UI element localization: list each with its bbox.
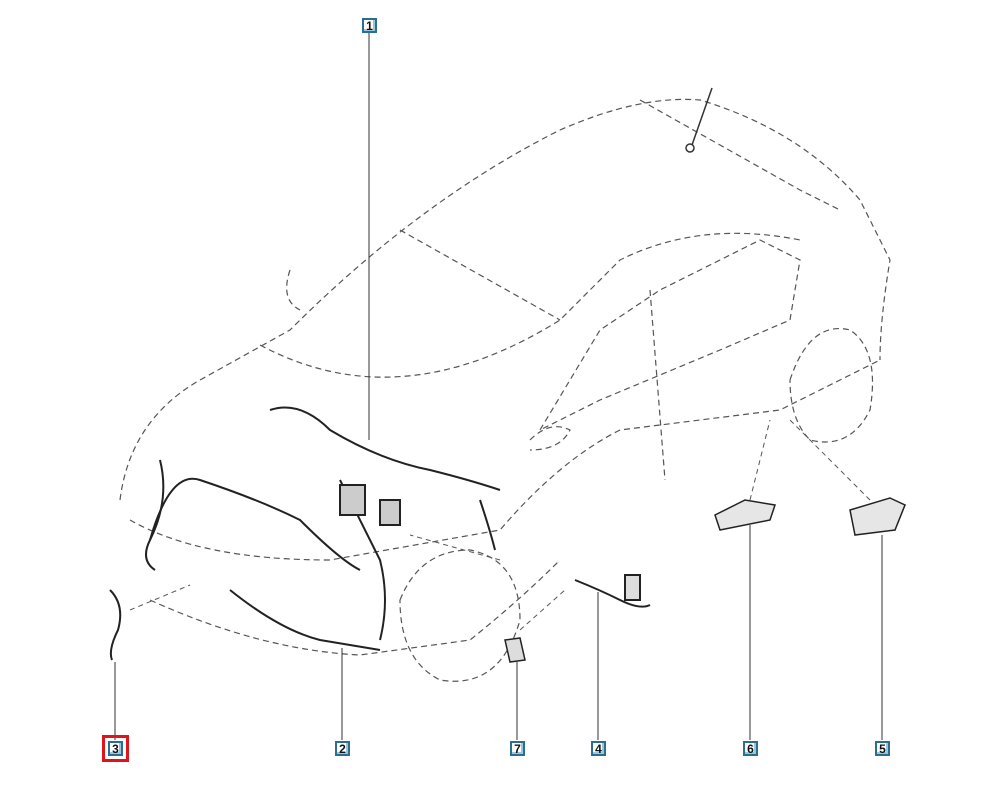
part-5-module	[849, 497, 906, 536]
callout-5[interactable]: 5	[875, 741, 890, 756]
callout-leader-lines	[114, 33, 883, 740]
callout-2[interactable]: 2	[335, 741, 350, 756]
antenna	[685, 87, 713, 153]
car-body-outline	[119, 98, 891, 682]
part-4-harness	[574, 574, 651, 608]
part-6-module	[714, 499, 776, 531]
part-3-sensor-wire	[109, 589, 122, 661]
wiring-harness	[145, 406, 501, 651]
callout-6[interactable]: 6	[743, 741, 758, 756]
callout-7[interactable]: 7	[510, 741, 525, 756]
callout-3[interactable]: 3	[102, 735, 129, 762]
callout-4[interactable]: 4	[591, 741, 606, 756]
callout-1[interactable]: 1	[362, 18, 377, 33]
part-7-bracket	[504, 637, 526, 663]
pointer-lines	[129, 419, 871, 631]
